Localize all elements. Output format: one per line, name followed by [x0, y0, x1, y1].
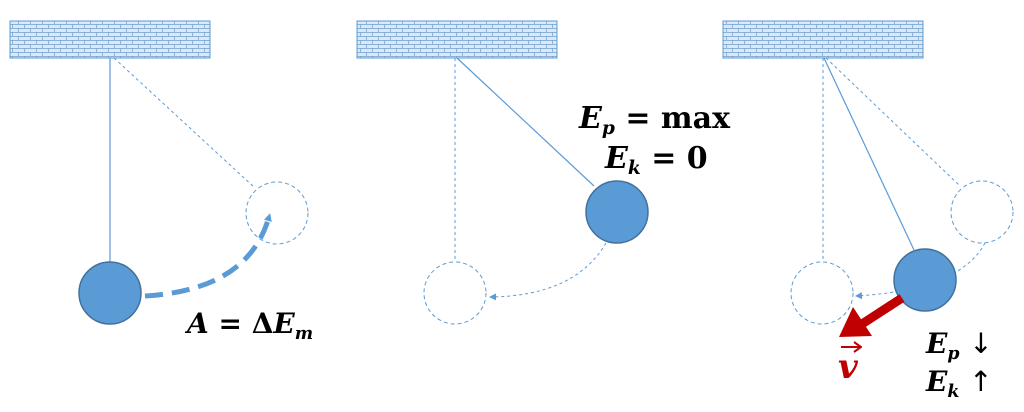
- ghost-bob-3a: [790, 261, 854, 325]
- ep-subscript-3: p: [947, 343, 960, 364]
- ceiling-3: [722, 20, 924, 59]
- velocity-symbol: v: [838, 347, 858, 387]
- up-arrow-icon: ↑: [969, 365, 993, 398]
- work-symbol: A: [187, 307, 209, 340]
- ghost-string-1: [113, 57, 256, 189]
- velocity-label: v: [838, 341, 862, 387]
- work-energy-label: A = ΔEm: [187, 307, 313, 343]
- ceiling-2: [356, 20, 558, 59]
- vector-arrow-icon: [841, 341, 862, 353]
- bob-2: [585, 180, 649, 244]
- string-3: [823, 57, 915, 251]
- potential-energy-decrease-label: Ep ↓: [926, 327, 993, 363]
- bob-1: [78, 261, 142, 325]
- ep-value: = max: [614, 101, 730, 136]
- bob-3: [893, 248, 957, 312]
- potential-energy-max-label: Ep = max: [579, 101, 730, 138]
- ep-symbol-3: E: [926, 327, 948, 360]
- panel-1: [9, 20, 309, 325]
- ek-subscript: k: [627, 157, 641, 179]
- ghost-bob-1: [245, 181, 309, 245]
- ghost-string-3b: [825, 57, 961, 187]
- ek-subscript-3: k: [947, 381, 960, 402]
- down-arrow-icon: ↓: [969, 327, 993, 360]
- ek-value: = 0: [640, 141, 708, 176]
- ep-subscript: p: [601, 117, 615, 139]
- ghost-bob-3b: [950, 180, 1014, 244]
- kinetic-energy-increase-label: Ek ↑: [926, 365, 993, 401]
- panel-3: [722, 20, 1014, 337]
- string-2: [456, 57, 595, 187]
- velocity-arrow: [839, 294, 905, 337]
- ghost-bob-2: [423, 261, 487, 325]
- ek-symbol-3: E: [926, 365, 948, 398]
- kinetic-energy-zero-label: Ek = 0: [605, 141, 708, 178]
- work-arrow: [144, 213, 272, 299]
- ep-symbol: E: [579, 101, 602, 136]
- ek-symbol: E: [605, 141, 628, 176]
- swing-path-2: [489, 242, 607, 301]
- energy-symbol: E: [273, 307, 295, 340]
- swing-path-3: [855, 242, 986, 300]
- mechanical-subscript: m: [294, 323, 314, 344]
- ceiling-1: [9, 20, 211, 59]
- equals-delta: = Δ: [208, 307, 274, 340]
- panel-2: [356, 20, 649, 325]
